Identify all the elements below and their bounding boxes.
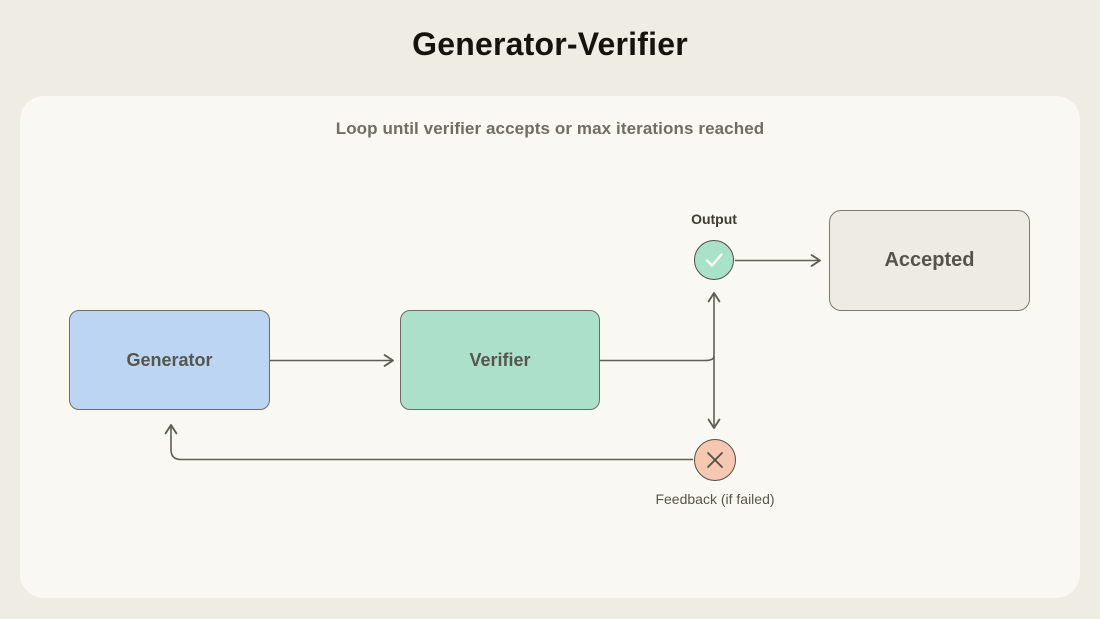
node-accepted-label: Accepted bbox=[884, 249, 975, 271]
node-generator-label: Generator bbox=[126, 349, 213, 370]
feedback-label: Feedback (if failed) bbox=[655, 491, 775, 507]
node-verifier-label: Verifier bbox=[469, 349, 531, 370]
panel-subtitle: Loop until verifier accepts or max itera… bbox=[335, 119, 765, 138]
output-badge bbox=[694, 240, 734, 280]
feedback-badge bbox=[694, 439, 736, 481]
node-accepted: Accepted bbox=[829, 210, 1030, 311]
x-icon bbox=[707, 452, 723, 468]
check-icon bbox=[705, 253, 723, 267]
output-label: Output bbox=[691, 211, 737, 227]
node-verifier: Verifier bbox=[400, 310, 600, 410]
node-generator: Generator bbox=[69, 310, 270, 410]
page-title: Generator-Verifier bbox=[412, 26, 688, 62]
